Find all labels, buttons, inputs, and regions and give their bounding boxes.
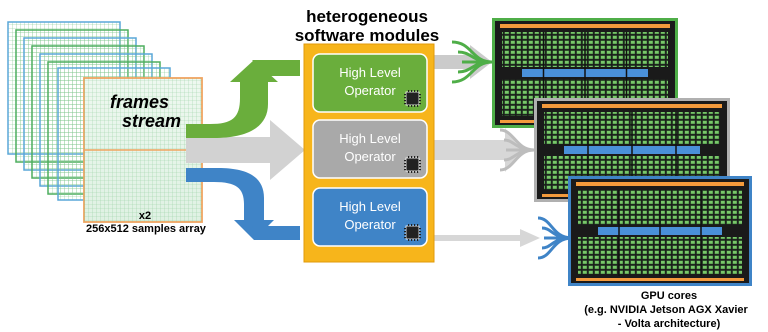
title-line-1: heterogeneous xyxy=(306,7,428,26)
multiplier-label: x2 xyxy=(138,210,152,222)
gpu-caption-line-3: - Volta architecture) xyxy=(617,318,721,330)
title-line-2: software modules xyxy=(294,26,440,45)
operator-box xyxy=(312,53,428,113)
operator-label-line-2: Operator xyxy=(344,83,396,98)
gpu-dies xyxy=(492,18,752,286)
input-arrow-blue xyxy=(186,168,274,240)
gpu-die-image xyxy=(568,176,752,286)
frames-label: frames xyxy=(110,92,170,112)
input-arrow-green xyxy=(186,60,278,138)
chip-icon xyxy=(404,224,421,241)
operator-box xyxy=(312,187,428,247)
green-arrow-tail xyxy=(252,60,300,76)
operator-label-line-1: High Level xyxy=(339,199,401,214)
output-arrow-middle xyxy=(425,128,522,172)
fan-middle xyxy=(499,128,535,172)
operator-label-line-1: High Level xyxy=(339,65,401,80)
operators-group xyxy=(312,53,428,247)
array-size-label: 256x512 samples array xyxy=(86,223,206,235)
input-arrow-gray xyxy=(186,120,305,180)
operator-box xyxy=(312,119,428,179)
operator-label-line-1: High Level xyxy=(339,131,401,146)
stream-label: stream xyxy=(122,111,182,131)
fan-bottom xyxy=(537,216,573,260)
operator-label-line-2: Operator xyxy=(344,217,396,232)
output-arrow-top xyxy=(430,45,492,79)
blue-arrow-tail xyxy=(252,226,300,240)
frames-stack xyxy=(7,21,203,223)
gpu-caption-line-2: (e.g. NVIDIA Jetson AGX Xavier xyxy=(584,304,748,316)
output-arrow-bottom xyxy=(425,229,540,247)
gpu-caption-line-1: GPU cores xyxy=(640,290,698,302)
fan-top xyxy=(451,40,493,84)
operator-label-line-2: Operator xyxy=(344,149,396,164)
chip-icon xyxy=(404,90,421,107)
chip-icon xyxy=(404,156,421,173)
